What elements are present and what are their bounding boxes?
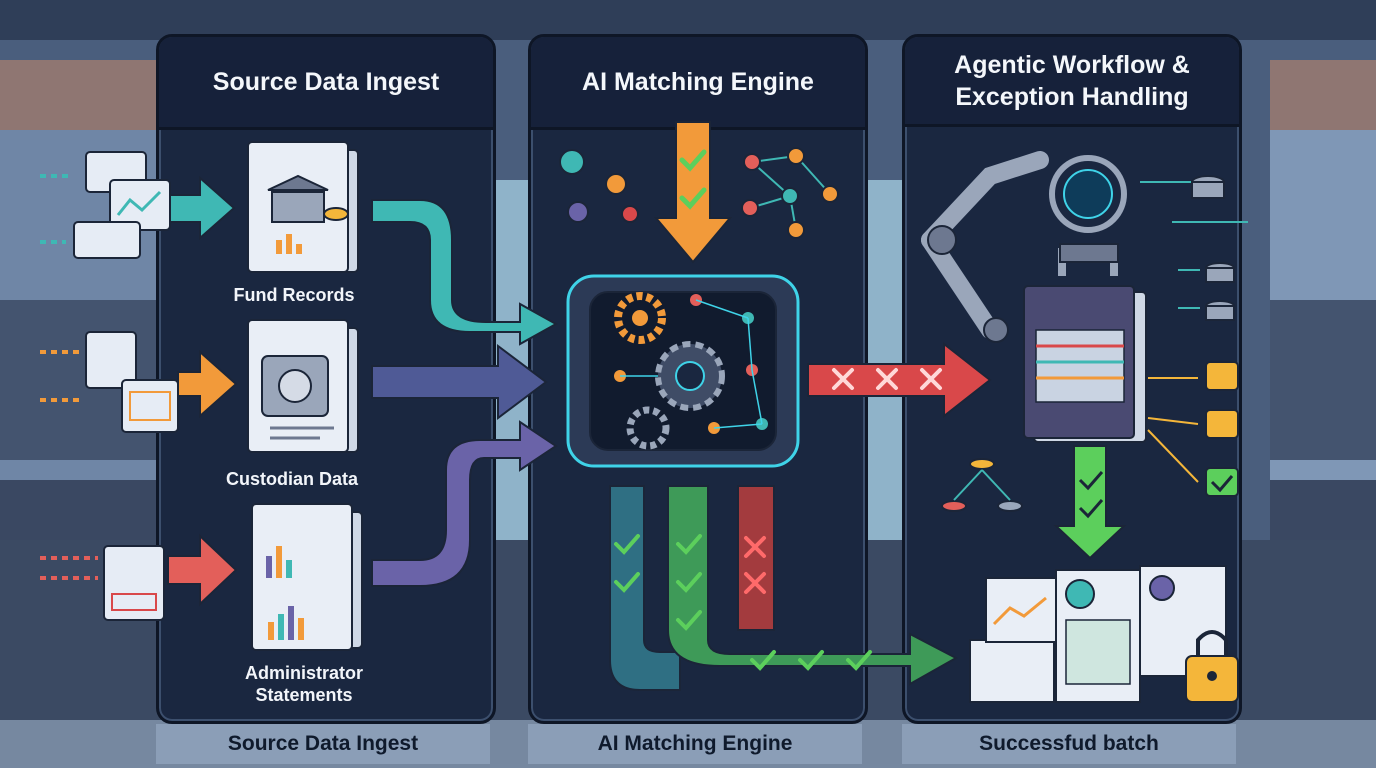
green-down-stream [667,485,959,686]
indigo-flow-arrow [371,420,558,587]
panel-title: AI Matching Engine [531,37,865,130]
exception-x-icons [744,536,766,594]
small-db-tree-icon [941,458,1023,512]
footer-successful-batch: Successfud batch [902,724,1236,764]
green-down-arrow [1053,445,1127,560]
red-down-stream [737,485,775,631]
fund-records-document-icon [247,141,359,273]
successful-batch-documents [969,565,1239,703]
check-icon [1078,499,1104,519]
ai-matching-engine-core [566,274,800,468]
fund-records-label: Fund Records [233,285,355,305]
check-icon [679,149,707,172]
incoming-doc-group-3 [40,545,165,621]
exception-red-arrow [807,341,992,419]
database-tree-icons [1140,175,1248,321]
exception-report-document [1023,285,1147,443]
custodian-data-label: Custodian Data [225,469,358,489]
network-graph-icon [741,147,839,239]
check-icon [679,187,707,210]
custodian-data-document-icon [247,319,359,453]
footer-ai-matching-engine: AI Matching Engine [528,724,862,764]
match-check-icons [614,534,872,671]
red-input-arrow [167,533,238,607]
panel-title: Source Data Ingest [159,37,493,130]
check-icon [1078,471,1104,491]
administrator-statements-label: Administrator Statements [244,663,363,705]
purple-flow-arrow [371,344,548,420]
footer-source-data-ingest: Source Data Ingest [156,724,490,764]
mismatch-x-icons [832,368,942,390]
action-tile-icons [1147,361,1239,497]
orange-input-arrow [177,349,238,419]
scattered-data-fragments [559,149,639,223]
incoming-doc-group-1 [40,151,171,259]
incoming-doc-group-2 [40,331,179,433]
panel-title: Agentic Workflow & Exception Handling [905,37,1239,127]
robotic-arm-icon [921,151,1127,343]
administrator-statements-document-icon [251,503,363,651]
orange-down-arrow [653,121,733,264]
teal-input-arrow [169,175,236,241]
teal-flow-arrow [371,199,559,346]
